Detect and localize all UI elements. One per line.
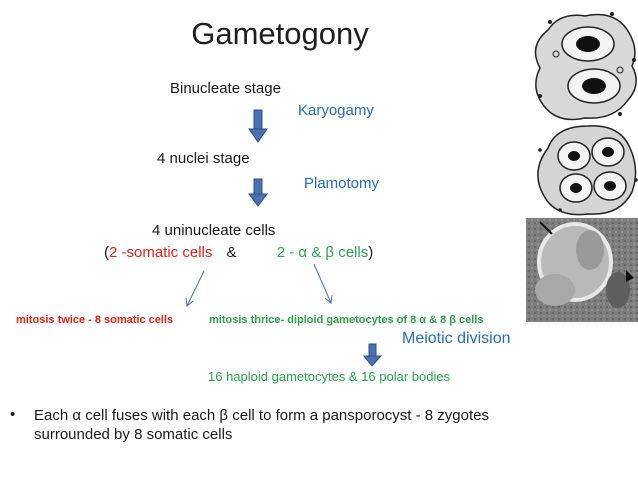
- haploid-gametocytes-label: 16 haploid gametocytes & 16 polar bodies: [208, 369, 451, 384]
- open-paren: (: [104, 244, 109, 261]
- binucleate-stage-label: Binucleate stage: [170, 80, 281, 97]
- page-title: Gametogony: [191, 16, 369, 51]
- micrograph-image: [526, 218, 638, 322]
- ampersand: &: [226, 244, 237, 261]
- left-branch-arrow-icon: [185, 270, 205, 307]
- close-paren: ): [368, 244, 374, 261]
- plamotomy-label: Plamotomy: [304, 175, 380, 192]
- mitosis-thrice-label: mitosis thrice- diploid gametocytes of 8…: [209, 314, 484, 326]
- bullet-icon: •: [10, 406, 16, 423]
- right-branch-arrow-icon: [313, 263, 333, 304]
- somatic-cells-text: 2 -somatic cells: [109, 244, 213, 261]
- alpha-beta-cells-text: 2 - α & β cells: [276, 244, 369, 261]
- four-nuclei-cell-illustration: [537, 125, 638, 216]
- down-arrow-icon: [362, 343, 383, 367]
- mitosis-twice-label: mitosis twice - 8 somatic cells: [16, 314, 174, 326]
- karyogamy-label: Karyogamy: [298, 102, 374, 119]
- bullet-text: Each α cell fuses with each β cell to fo…: [34, 407, 490, 443]
- down-arrow-icon: [248, 109, 268, 143]
- down-arrow-icon: [248, 178, 268, 207]
- meiotic-division-label: Meiotic division: [402, 330, 511, 347]
- uninucleate-cells-label: 4 uninucleate cells: [152, 222, 276, 239]
- cells-breakdown: (2 -somatic cells & 2 - α & β cells): [104, 244, 373, 261]
- four-nuclei-stage-label: 4 nuclei stage: [157, 150, 250, 167]
